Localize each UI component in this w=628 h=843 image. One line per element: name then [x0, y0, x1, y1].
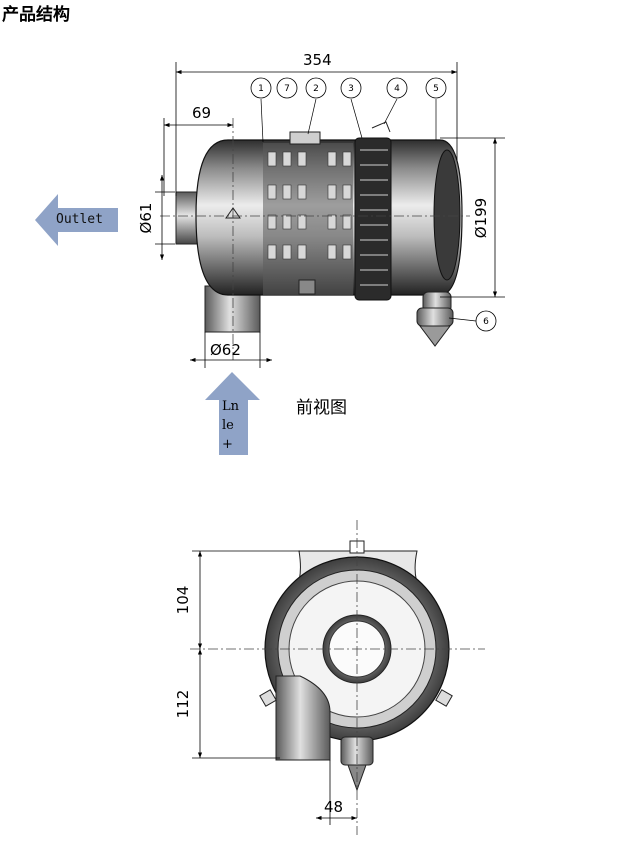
outlet-arrow [35, 194, 118, 246]
side-view: 104 112 48 [174, 520, 485, 835]
dim-outlet-diameter: Ø61 [137, 203, 155, 234]
dim-inlet-diameter: Ø62 [210, 341, 241, 359]
callout-6: 6 [483, 317, 489, 327]
dim-body-diameter: Ø199 [472, 198, 490, 238]
callout-7: 7 [284, 84, 290, 94]
page-title: 产品结构 [2, 5, 70, 25]
dim-outlet-offset: 69 [192, 104, 211, 122]
inlet-label: Ln le + [222, 399, 240, 452]
end-cap [433, 149, 461, 281]
front-view-caption: 前视图 [296, 398, 347, 418]
bracket-top [289, 131, 321, 145]
dim-lower: 112 [174, 690, 192, 719]
side-inlet-pipe [275, 675, 331, 761]
callout-4: 4 [394, 84, 400, 94]
drain-valve [416, 291, 454, 347]
callout-3: 3 [348, 84, 354, 94]
clamp-band [263, 131, 353, 295]
dim-overall-length: 354 [303, 51, 332, 69]
dim-upper: 104 [174, 586, 192, 615]
inlet-arrow [205, 372, 260, 455]
threaded-collar [354, 121, 392, 301]
front-view: 354 69 Ø61 Ø62 Ø199 1 7 2 3 4 [35, 51, 505, 455]
callouts: 1 7 2 3 4 5 6 [250, 77, 497, 332]
callout-2: 2 [313, 84, 319, 94]
dim-valve-width: 48 [324, 798, 343, 816]
outlet-label: Outlet [56, 212, 103, 227]
callout-5: 5 [433, 84, 439, 94]
callout-1: 1 [258, 84, 264, 94]
